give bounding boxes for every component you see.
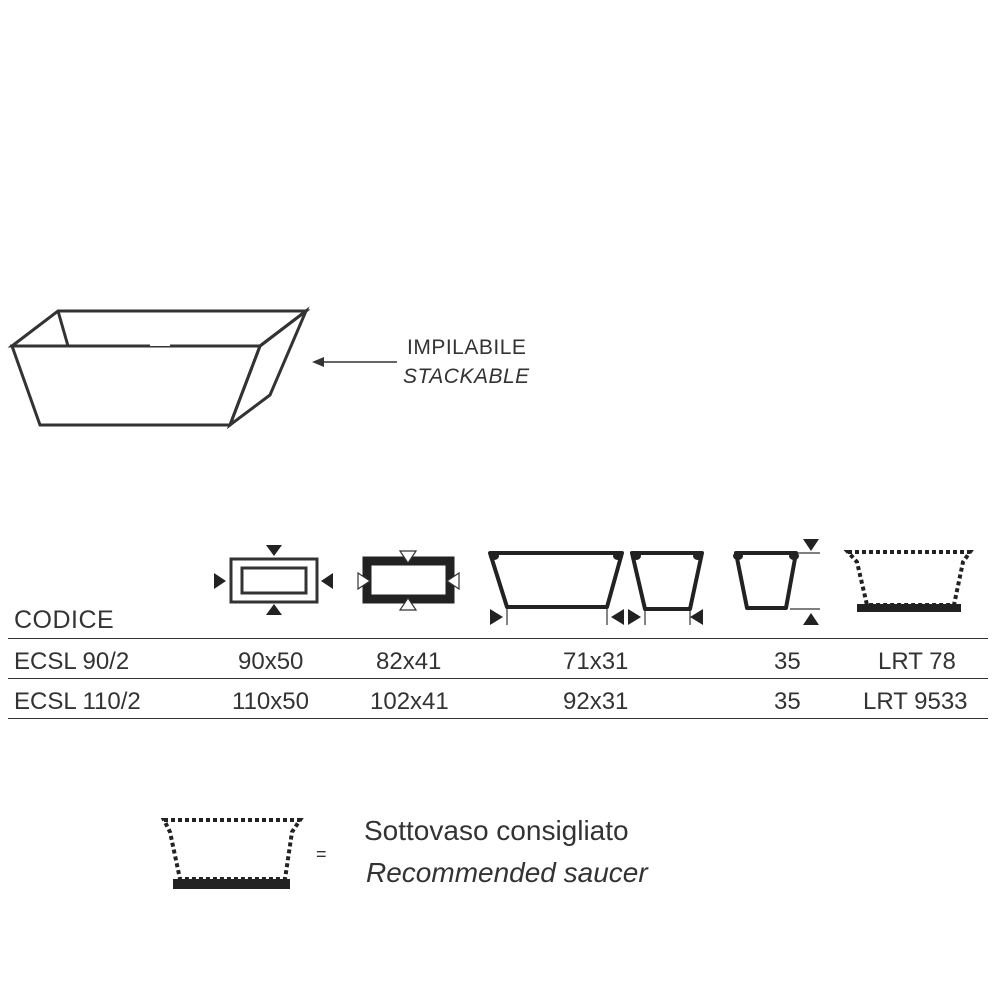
- legend-label-it: Sottovaso consigliato: [364, 815, 629, 846]
- row2-base: 92x31: [563, 688, 629, 715]
- row1-code: ECSL 90/2: [14, 648, 130, 675]
- row2-outer: 110x50: [232, 688, 309, 715]
- row2-inner: 102x41: [370, 688, 449, 715]
- row1-outer: 90x50: [238, 648, 304, 675]
- stackable-label-it: IMPILABILE: [407, 336, 527, 359]
- row1-saucer: LRT 78: [878, 648, 956, 675]
- legend-label-en: Recommended saucer: [366, 857, 648, 888]
- codice-header: CODICE: [14, 606, 115, 634]
- row2-saucer: LRT 9533: [863, 688, 968, 715]
- row2-height: 35: [774, 688, 801, 715]
- stackable-label-en: STACKABLE: [403, 365, 530, 388]
- legend-equals-sign: =: [316, 844, 327, 864]
- row1-height: 35: [774, 648, 801, 675]
- table-bottom-rule: [8, 718, 988, 719]
- table-row-rule: [8, 678, 988, 679]
- row1-base: 71x31: [563, 648, 629, 675]
- row1-inner: 82x41: [376, 648, 442, 675]
- table-header-rule: [8, 638, 988, 639]
- row2-code: ECSL 110/2: [14, 688, 141, 715]
